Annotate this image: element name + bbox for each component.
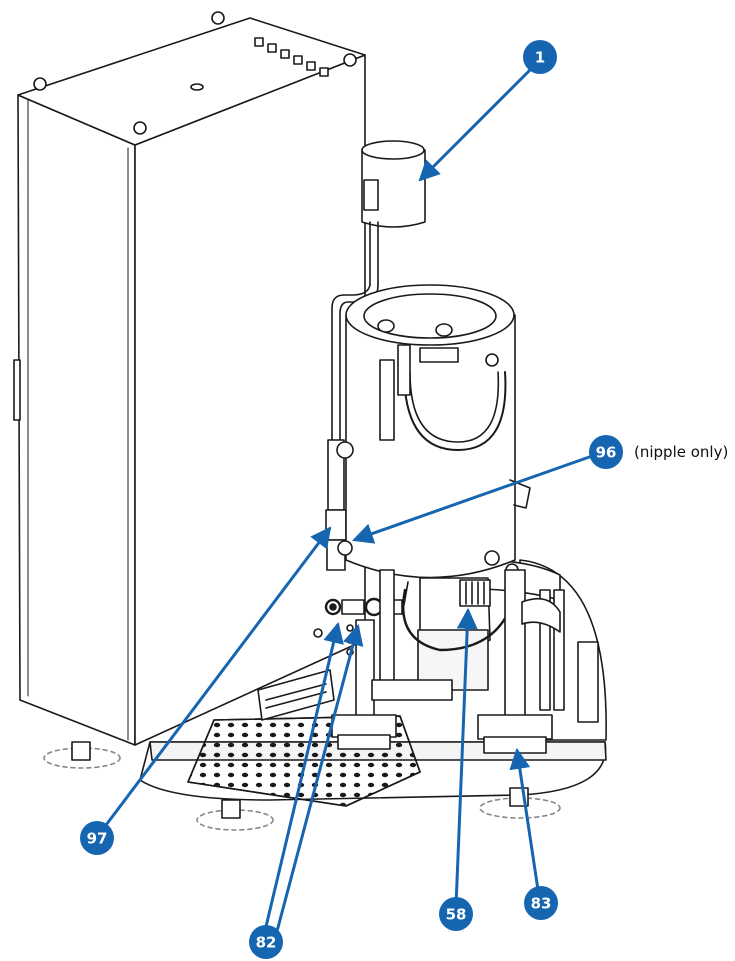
svg-text:97: 97: [87, 830, 108, 848]
cabinet: [13, 17, 366, 746]
callout-83: 83: [524, 886, 558, 920]
top-cylinder: [361, 140, 426, 286]
callout-96: 96 (nipple only): [589, 435, 728, 469]
pump-assembly: [402, 577, 517, 691]
main-vessel: [336, 284, 531, 579]
svg-text:1: 1: [535, 49, 545, 67]
svg-text:82: 82: [256, 934, 277, 952]
callout-1: 1: [523, 40, 557, 74]
svg-text:96: 96: [596, 444, 617, 462]
svg-text:58: 58: [446, 906, 467, 924]
callout-96-note: (nipple only): [634, 443, 728, 461]
leader-82a: [262, 621, 344, 936]
top-connectors: [254, 37, 329, 77]
panel-connector: [257, 669, 335, 721]
leader-83: [509, 747, 540, 891]
leveling-feet: [43, 741, 561, 831]
valve-fittings: [313, 597, 403, 656]
leader-97: [104, 526, 332, 826]
lifting-eyes: [33, 11, 357, 135]
leader-lines: [104, 68, 596, 936]
callout-82: 82: [249, 925, 283, 959]
leader-82b: [274, 623, 364, 936]
callout-97: 97: [80, 821, 114, 855]
leader-1: [418, 68, 532, 182]
leader-96: [352, 453, 596, 544]
callout-58: 58: [439, 897, 473, 931]
svg-text:83: 83: [531, 895, 552, 913]
leader-58: [454, 607, 478, 907]
